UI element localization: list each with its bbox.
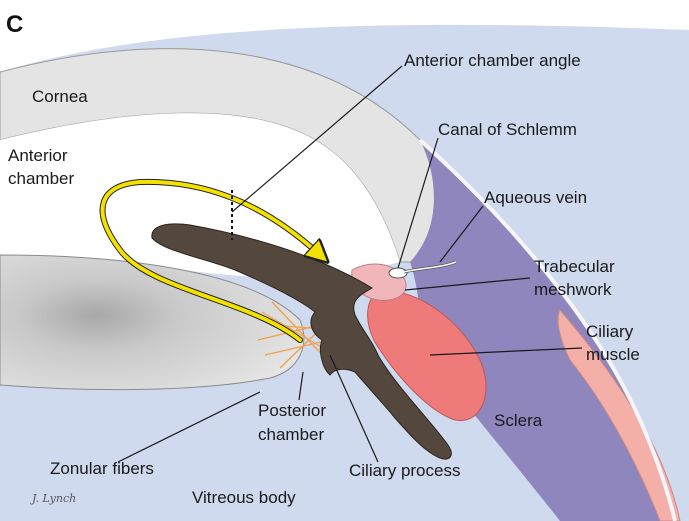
label-aqueous-vein: Aqueous vein (484, 188, 587, 207)
label-zonular-fibers: Zonular fibers (50, 459, 154, 478)
label-trabecular-meshwork-1: Trabecular (534, 257, 615, 276)
label-sclera: Sclera (494, 411, 543, 430)
artist-signature: J. Lynch (30, 492, 76, 505)
label-ciliary-muscle-1: Ciliary (586, 322, 634, 341)
label-vitreous-body: Vitreous body (192, 488, 296, 507)
label-posterior-chamber-2: chamber (258, 425, 324, 444)
label-ciliary-process: Ciliary process (349, 461, 460, 480)
label-anterior-chamber-angle: Anterior chamber angle (404, 51, 581, 70)
label-anterior-chamber-1: Anterior (8, 146, 68, 165)
panel-letter: C (6, 11, 23, 38)
label-trabecular-meshwork-2: meshwork (534, 280, 612, 299)
label-canal-of-schlemm: Canal of Schlemm (438, 120, 577, 139)
label-posterior-chamber-1: Posterior (258, 401, 326, 420)
label-ciliary-muscle-2: muscle (586, 345, 640, 364)
label-anterior-chamber-2: chamber (8, 169, 74, 188)
label-cornea: Cornea (32, 87, 88, 106)
